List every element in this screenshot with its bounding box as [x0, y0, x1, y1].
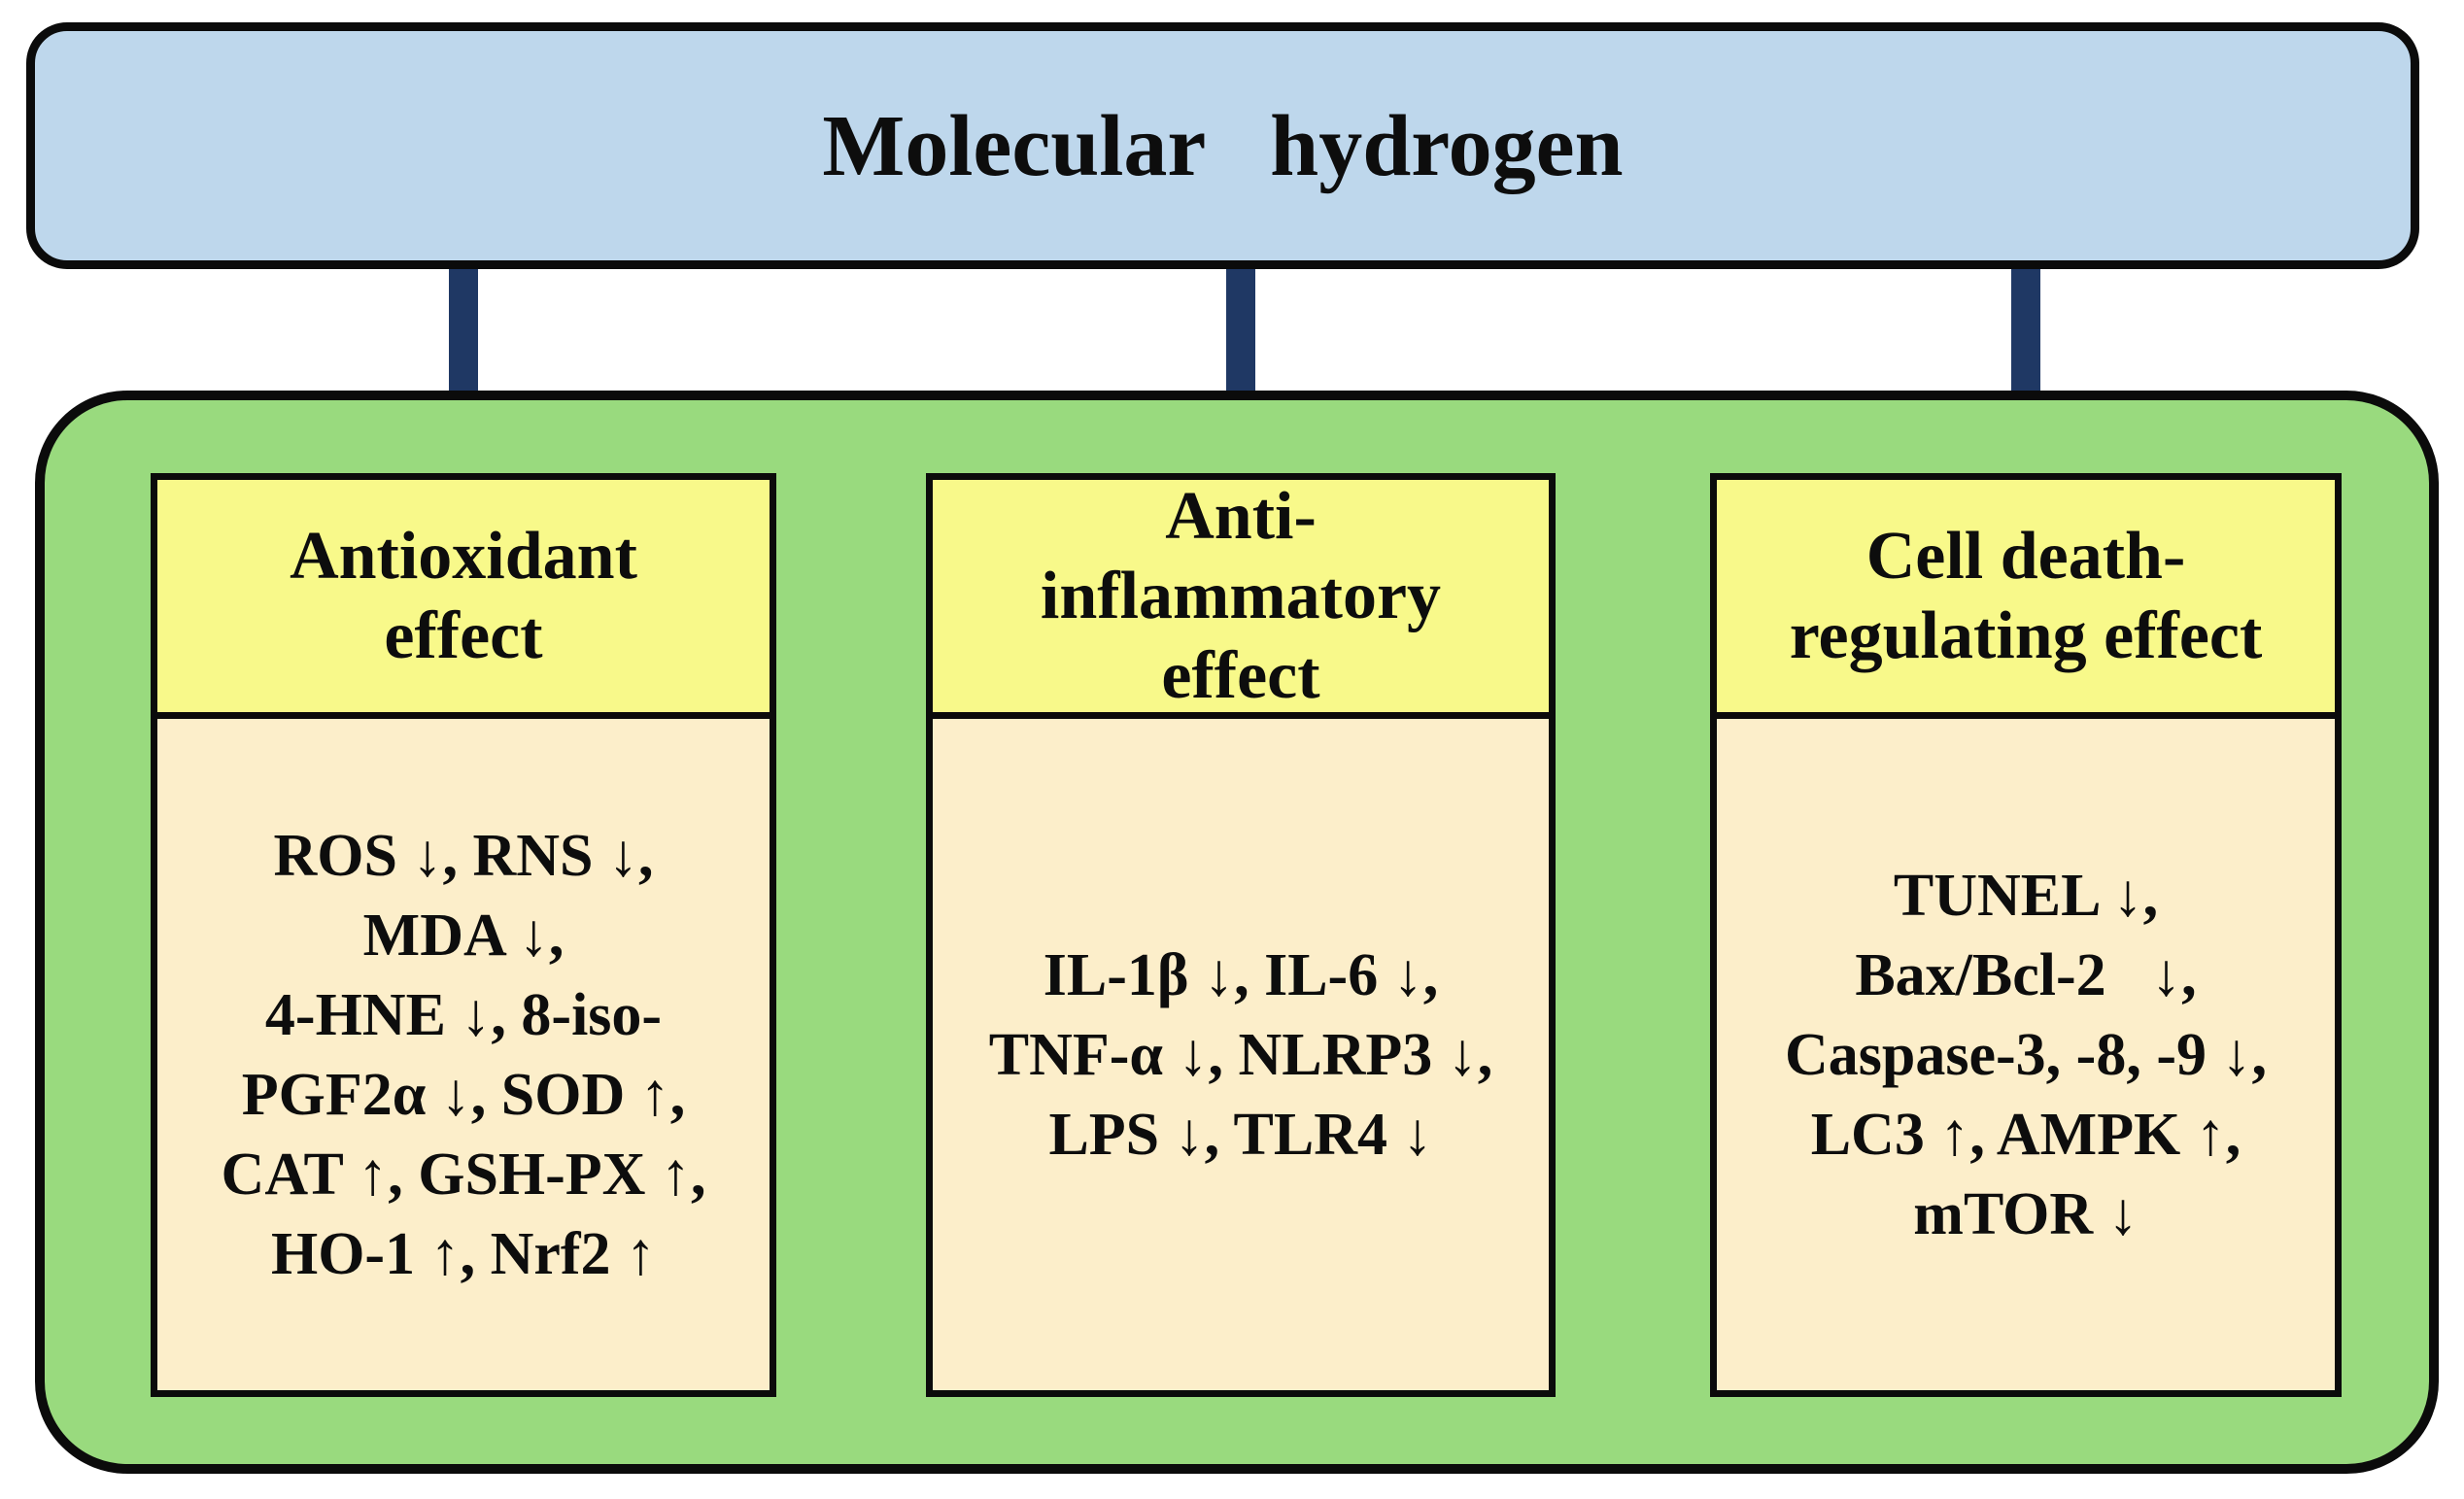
marker-line: LC3 ↑, AMPK ↑,	[1810, 1101, 2242, 1168]
marker-line: TUNEL ↓,	[1893, 862, 2159, 929]
cell-death-regulating-effect-box: Cell death- regulating effect TUNEL ↓, B…	[1710, 473, 2342, 1397]
antioxidant-effect-header: Antioxidant effect	[157, 480, 770, 719]
anti-inflammatory-effect-box: Anti- inflammatory effect IL-1β ↓, IL-6 …	[926, 473, 1556, 1397]
marker-line: mTOR ↓	[1913, 1180, 2139, 1247]
marker-line: IL-1β ↓, IL-6 ↓,	[1043, 941, 1439, 1008]
marker-line: 4-HNE ↓, 8-iso-	[264, 981, 663, 1048]
marker-line: TNF-α ↓, NLRP3 ↓,	[988, 1021, 1493, 1088]
antioxidant-effect-markers: ROS ↓, RNS ↓, MDA ↓, 4-HNE ↓, 8-iso- PGF…	[157, 719, 770, 1390]
header-line: Antioxidant	[290, 518, 637, 594]
diagram-title: Molecular hydrogen	[822, 97, 1624, 194]
header-line: effect	[384, 597, 543, 673]
header-line: Cell death-	[1865, 518, 2186, 594]
marker-line: CAT ↑, GSH-PX ↑,	[221, 1141, 706, 1208]
header-line: effect	[1161, 637, 1320, 713]
anti-inflammatory-effect-markers: IL-1β ↓, IL-6 ↓, TNF-α ↓, NLRP3 ↓, LPS ↓…	[933, 719, 1549, 1390]
marker-line: ROS ↓, RNS ↓,	[273, 822, 654, 889]
cell-death-regulating-effect-header: Cell death- regulating effect	[1717, 480, 2335, 719]
molecular-hydrogen-title-box: Molecular hydrogen	[26, 22, 2419, 269]
marker-line: Caspase-3, -8, -9 ↓,	[1785, 1021, 2267, 1088]
anti-inflammatory-effect-header: Anti- inflammatory effect	[933, 478, 1549, 719]
marker-line: LPS ↓, TLR4 ↓	[1048, 1101, 1433, 1168]
marker-line: HO-1 ↑, Nrf2 ↑	[270, 1220, 657, 1287]
header-line: inflammatory	[1040, 558, 1442, 633]
header-line: Anti-	[1165, 478, 1317, 554]
cell-death-regulating-effect-markers: TUNEL ↓, Bax/Bcl-2 ↓, Caspase-3, -8, -9 …	[1717, 719, 2335, 1390]
marker-line: MDA ↓,	[362, 902, 565, 969]
marker-line: PGF2α ↓, SOD ↑,	[241, 1061, 686, 1128]
antioxidant-effect-box: Antioxidant effect ROS ↓, RNS ↓, MDA ↓, …	[151, 473, 776, 1397]
marker-line: Bax/Bcl-2 ↓,	[1855, 941, 2197, 1008]
header-line: regulating effect	[1789, 597, 2263, 673]
